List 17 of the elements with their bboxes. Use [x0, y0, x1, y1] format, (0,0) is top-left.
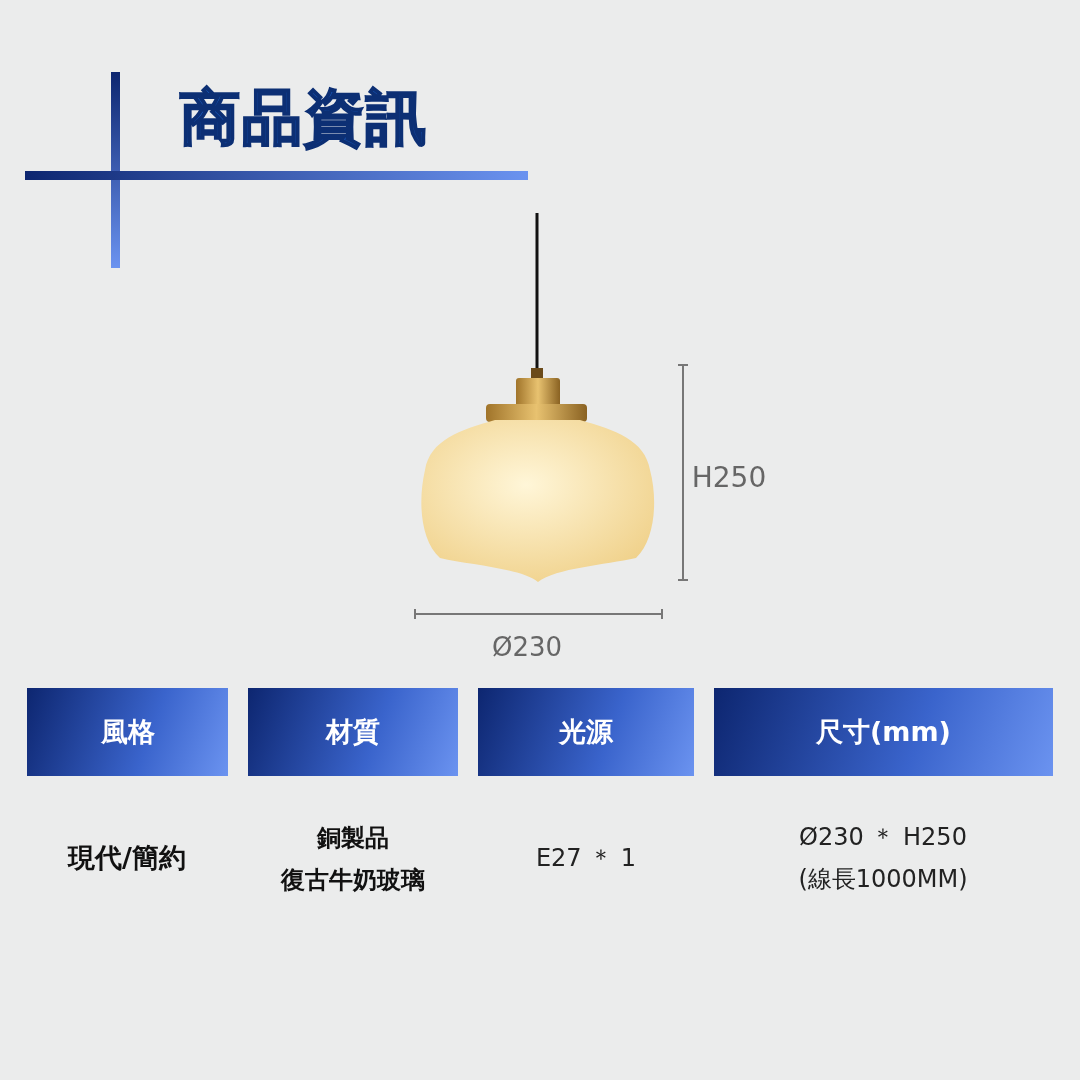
table-cell-text: 現代/簡約 — [68, 841, 186, 875]
table-cell-text: 銅製品 — [317, 823, 389, 854]
header-text: 光源 — [559, 715, 613, 749]
table-cell-text: 復古牛奶玻璃 — [281, 865, 425, 896]
table-cell-text: E27 ＊ 1 — [535, 843, 637, 874]
header-band — [478, 688, 694, 776]
header-text: 尺寸(mm) — [816, 715, 951, 749]
page-title: 商品資訊 — [180, 81, 428, 154]
header-text: 風格 — [100, 715, 155, 749]
table-cell-text: Ø230 ＊ H250 — [799, 822, 967, 853]
table-cell-text: (線長1000MM) — [798, 864, 968, 895]
header-band — [27, 688, 228, 776]
header-band — [248, 688, 458, 776]
dimension-label: H250 — [691, 460, 767, 494]
dimension-label: Ø230 — [491, 632, 563, 662]
header-text: 材質 — [326, 715, 380, 749]
header-band — [714, 688, 1053, 776]
